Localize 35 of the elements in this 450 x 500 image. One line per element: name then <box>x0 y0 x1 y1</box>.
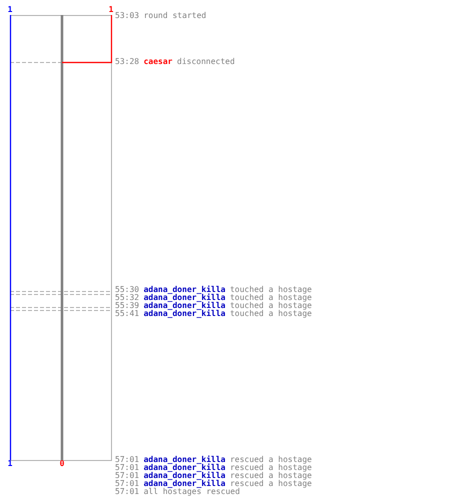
timestamp: 55:32 <box>115 294 140 302</box>
timestamp: 57:01 <box>115 456 140 464</box>
timestamp: 55:41 <box>115 310 140 318</box>
event-text: touched a hostage <box>230 302 312 310</box>
player-name: adana_doner_killa <box>144 464 226 472</box>
timestamp: 57:01 <box>115 472 140 480</box>
axis-value: 1 <box>108 6 114 14</box>
event-text: rescued a hostage <box>230 456 312 464</box>
player-name: adana_doner_killa <box>144 294 226 302</box>
event-text: rescued a hostage <box>230 472 312 480</box>
axis-value: 1 <box>8 6 12 14</box>
event-text: round started <box>144 12 206 20</box>
axis-value: 1 <box>8 460 12 468</box>
player-name: adana_doner_killa <box>144 480 226 488</box>
player-name: adana_doner_killa <box>144 310 226 318</box>
event-text: disconnected <box>177 58 235 66</box>
timestamp: 55:30 <box>115 286 140 294</box>
player-name: adana_doner_killa <box>144 472 226 480</box>
event-text: rescued a hostage <box>230 480 312 488</box>
timestamp: 53:03 <box>115 12 140 20</box>
event-text: rescued a hostage <box>230 464 312 472</box>
player-name: adana_doner_killa <box>144 286 226 294</box>
timestamp: 57:01 <box>115 480 140 488</box>
player-name: caesar <box>144 58 172 66</box>
timestamp: 57:01 <box>115 464 140 472</box>
player-name: adana_doner_killa <box>144 456 226 464</box>
event-text: touched a hostage <box>230 310 312 318</box>
event-text: all hostages rescued <box>144 488 240 496</box>
timestamp: 53:28 <box>115 58 140 66</box>
event-text: touched a hostage <box>230 294 312 302</box>
timestamp: 55:39 <box>115 302 140 310</box>
event-text: touched a hostage <box>230 286 312 294</box>
axis-value: 0 <box>60 460 64 468</box>
player-name: adana_doner_killa <box>144 302 226 310</box>
timestamp: 57:01 <box>115 488 140 496</box>
